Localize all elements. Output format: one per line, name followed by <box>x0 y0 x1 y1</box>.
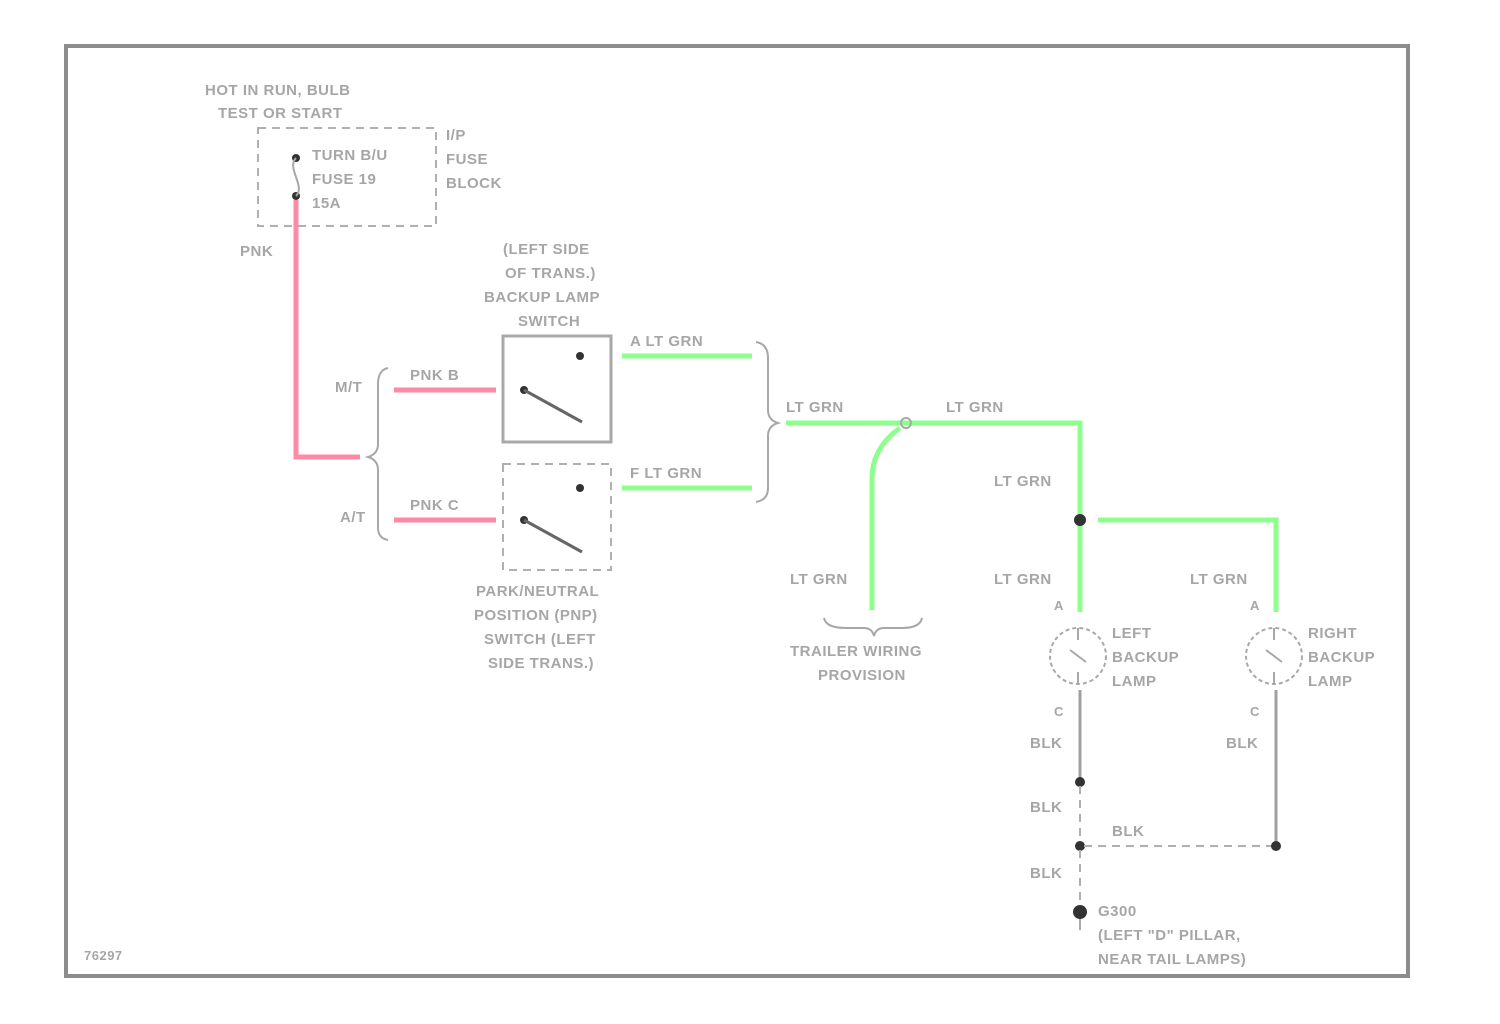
blk-splice-1 <box>1075 777 1085 787</box>
fuse-name: TURN B/U <box>312 147 388 164</box>
pnp-switch-label-3: SWITCH (LEFT <box>484 631 596 648</box>
backup-switch-label-3: BACKUP LAMP <box>484 289 600 306</box>
hot-label-line-1: HOT IN RUN, BULB <box>205 82 351 99</box>
backup-switch-contact-icon <box>524 390 582 422</box>
mt-label: M/T <box>335 379 362 396</box>
right-lamp-label-2: BACKUP <box>1308 649 1375 666</box>
backup-switch-terminal <box>576 352 584 360</box>
ground-point-icon <box>1073 905 1087 919</box>
blk-label-2: BLK <box>1030 799 1062 816</box>
fuse-box: HOT IN RUN, BULB TEST OR START TURN B/U … <box>205 82 502 226</box>
fuse-block-label-1: I/P <box>446 127 466 144</box>
lt-grn-label-3: LT GRN <box>994 473 1052 490</box>
left-lamp-label-2: BACKUP <box>1112 649 1179 666</box>
trailer-brace-icon <box>824 618 922 636</box>
backup-switch-label-2: OF TRANS.) <box>505 265 596 282</box>
right-lamp-label-1: RIGHT <box>1308 625 1357 642</box>
backup-switch-label-1: (LEFT SIDE <box>503 241 590 258</box>
blk-label-3: BLK <box>1030 865 1062 882</box>
lt-grn-junction <box>1074 514 1086 526</box>
at-label: A/T <box>340 509 366 526</box>
fuse-block-label-3: BLOCK <box>446 175 502 192</box>
trailer-label-1: TRAILER WIRING <box>790 643 922 660</box>
diagram-frame <box>66 46 1408 976</box>
blk-right-junction <box>1271 841 1281 851</box>
ground-label-1: G300 <box>1098 903 1137 920</box>
lt-grn-trailer-wire <box>872 428 900 610</box>
blk-splice-2 <box>1075 841 1085 851</box>
backup-lamp-switch: (LEFT SIDE OF TRANS.) BACKUP LAMP SWITCH <box>484 241 611 442</box>
left-lamp-label-1: LEFT <box>1112 625 1152 642</box>
right-backup-lamp: A RIGHT BACKUP LAMP C <box>1246 598 1375 719</box>
backup-switch-label-4: SWITCH <box>518 313 580 330</box>
left-lamp-label-3: LAMP <box>1112 673 1157 690</box>
fuse-block-label-2: FUSE <box>446 151 488 168</box>
transmission-brace-icon <box>368 368 388 540</box>
pnk-feed-wire <box>296 200 360 457</box>
hot-label-line-2: TEST OR START <box>218 105 343 122</box>
blk-label-left: BLK <box>1030 735 1062 752</box>
blk-label-right: BLK <box>1226 735 1258 752</box>
pnp-switch-body <box>503 464 611 570</box>
lt-grn-label-1: LT GRN <box>786 399 844 416</box>
pnp-switch-contact-icon <box>524 520 582 552</box>
pnp-switch: PARK/NEUTRAL POSITION (PNP) SWITCH (LEFT… <box>474 464 611 672</box>
ground-label-3: NEAR TAIL LAMPS) <box>1098 951 1246 968</box>
f-lt-grn-label: F LT GRN <box>630 465 702 482</box>
right-lamp-filament-icon <box>1266 628 1282 684</box>
pnp-switch-label-2: POSITION (PNP) <box>474 607 598 624</box>
lt-grn-label-4: LT GRN <box>994 571 1052 588</box>
pnp-switch-label-1: PARK/NEUTRAL <box>476 583 599 600</box>
output-brace-icon <box>756 342 778 502</box>
fuse-rating: 15A <box>312 195 341 212</box>
pnp-switch-terminal <box>576 484 584 492</box>
fuse-number: FUSE 19 <box>312 171 376 188</box>
lt-grn-trailer-label: LT GRN <box>790 571 848 588</box>
left-backup-lamp: A LEFT BACKUP LAMP C <box>1050 598 1179 719</box>
lt-grn-label-2: LT GRN <box>946 399 1004 416</box>
right-lamp-label-3: LAMP <box>1308 673 1353 690</box>
lt-grn-label-5: LT GRN <box>1190 571 1248 588</box>
left-lamp-filament-icon <box>1070 628 1086 684</box>
trailer-label-2: PROVISION <box>818 667 906 684</box>
ground-label-2: (LEFT "D" PILLAR, <box>1098 927 1241 944</box>
pnk-b-label: PNK B <box>410 367 459 384</box>
fuse-element-icon <box>293 158 299 196</box>
pnk-wire-label: PNK <box>240 243 273 260</box>
backup-switch-body <box>503 336 611 442</box>
figure-id: 76297 <box>84 948 123 963</box>
pnp-switch-label-4: SIDE TRANS.) <box>488 655 594 672</box>
blk-label-crossover: BLK <box>1112 823 1144 840</box>
pnk-c-label: PNK C <box>410 497 459 514</box>
right-lamp-pin-a: A <box>1250 598 1260 613</box>
left-lamp-pin-c: C <box>1054 704 1064 719</box>
a-lt-grn-label: A LT GRN <box>630 333 703 350</box>
right-lamp-pin-c: C <box>1250 704 1260 719</box>
left-lamp-pin-a: A <box>1054 598 1064 613</box>
